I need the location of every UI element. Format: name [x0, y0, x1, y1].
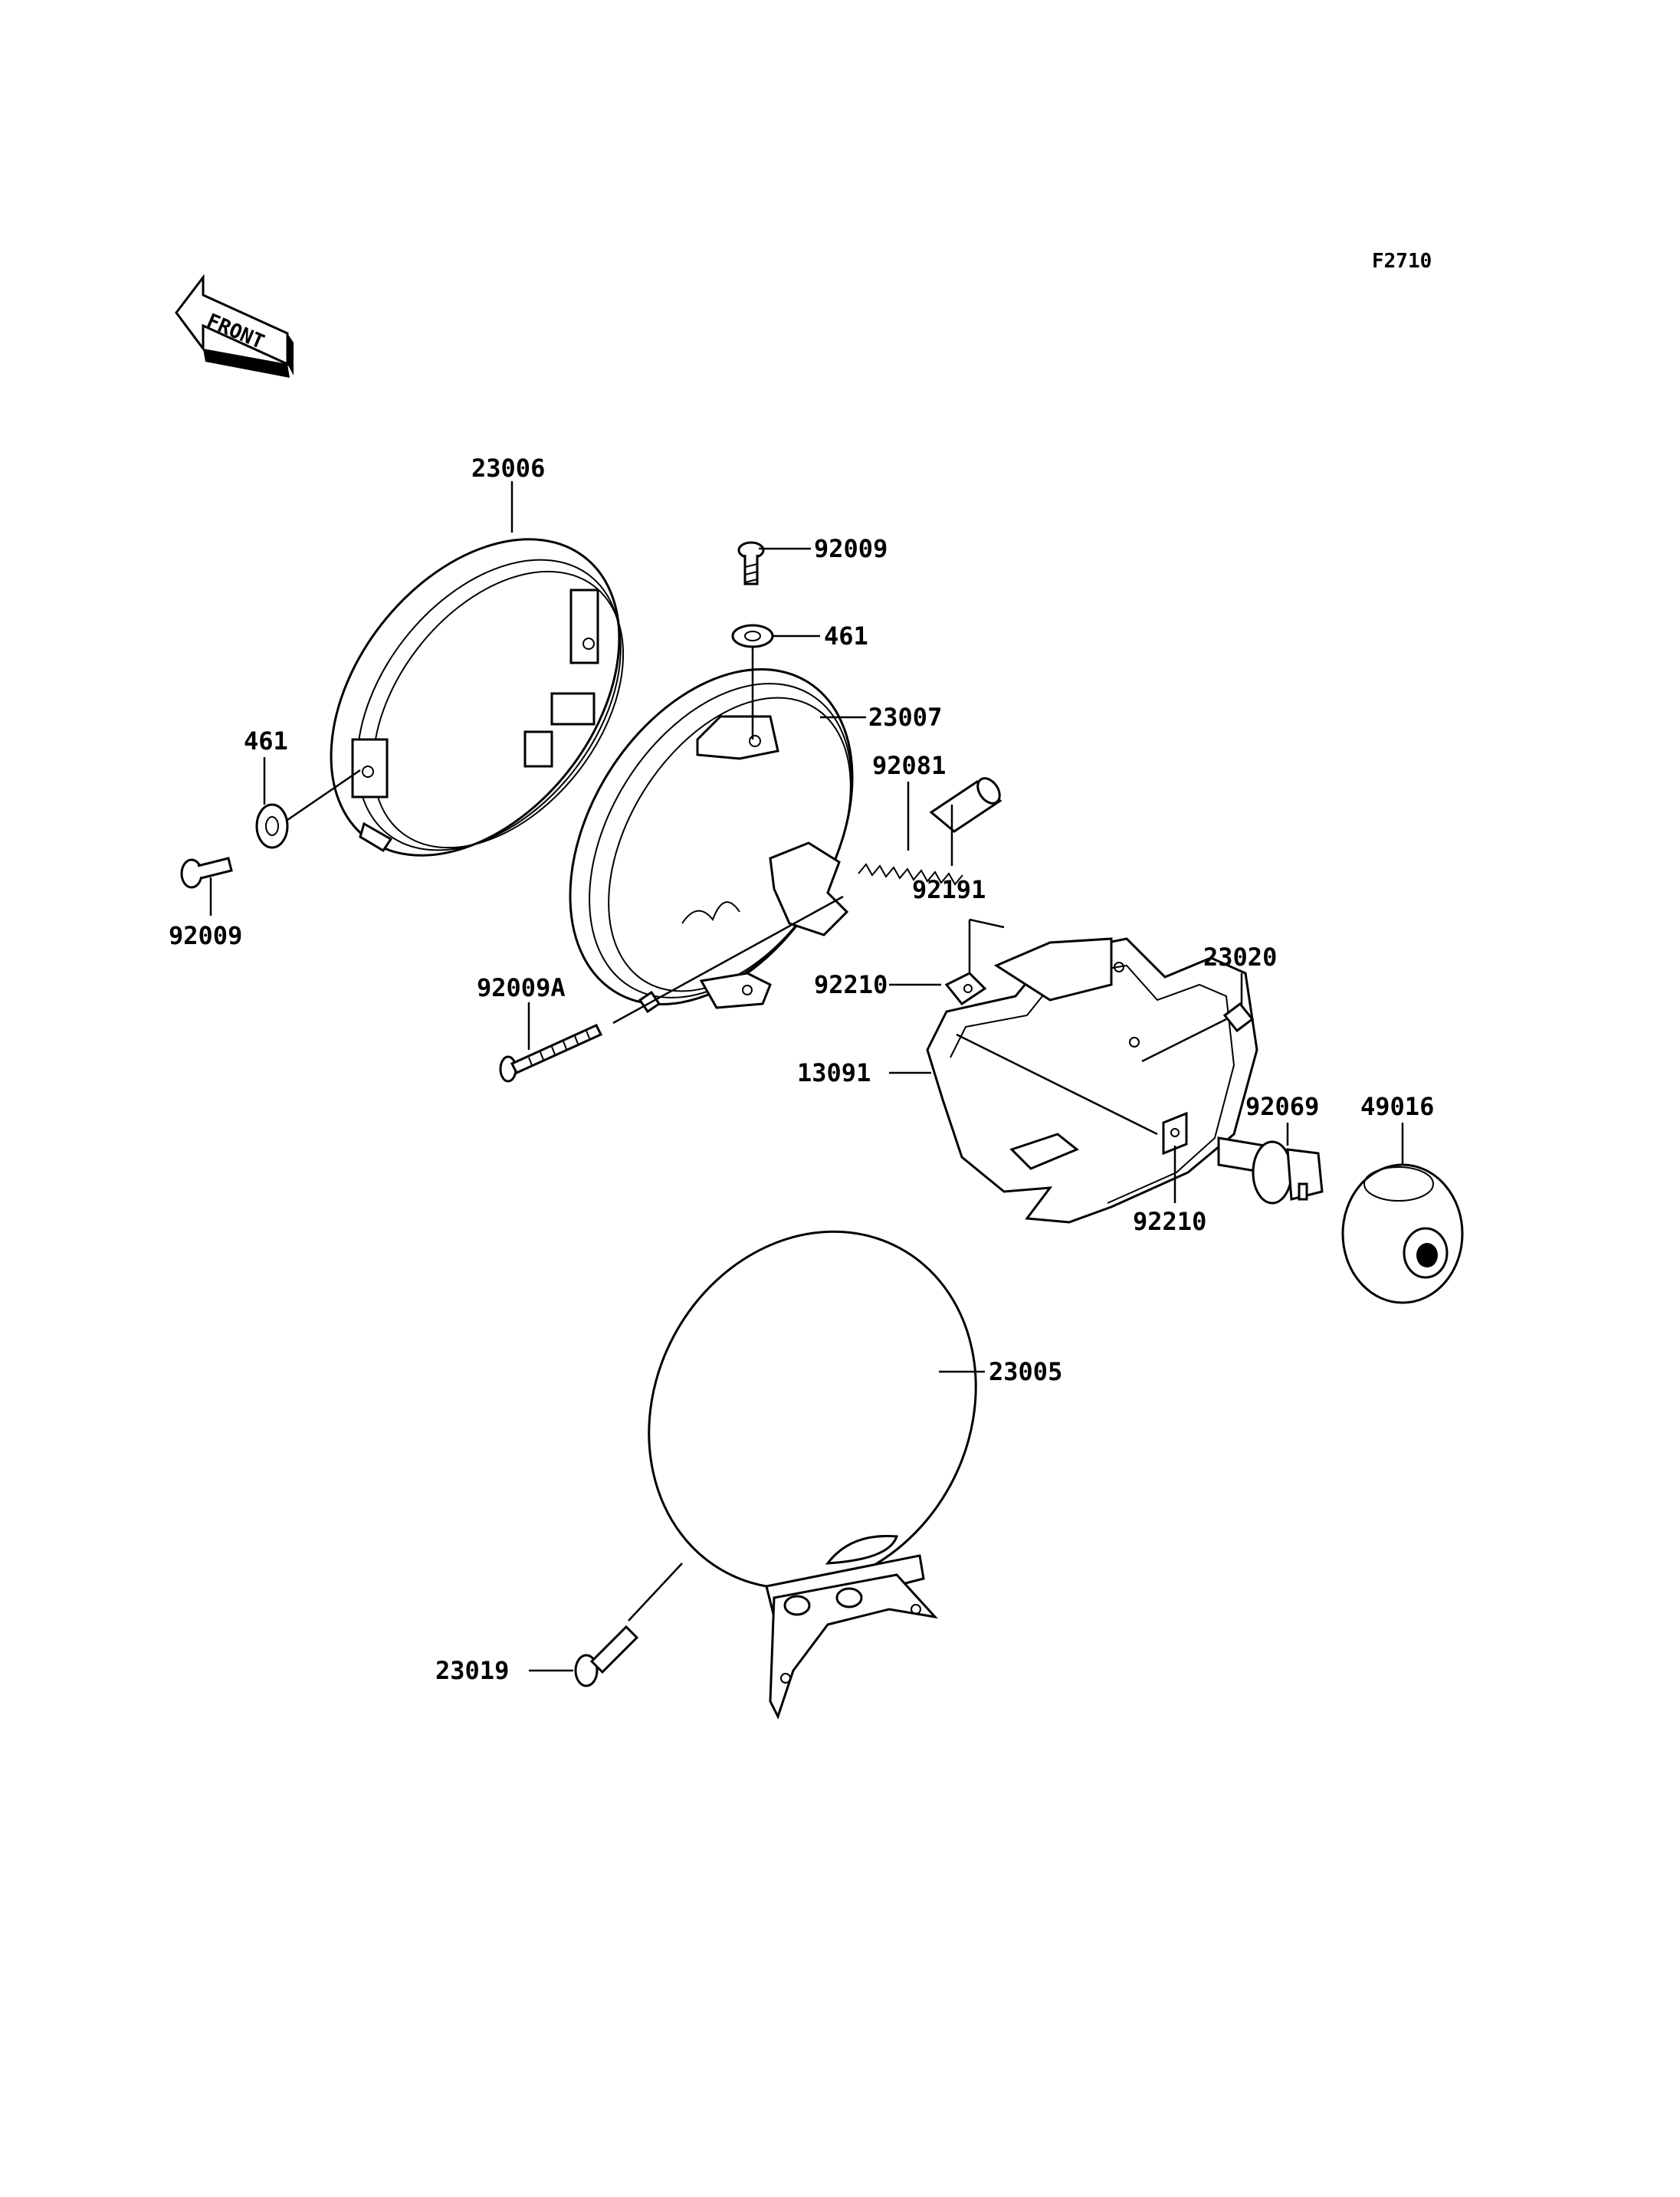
front-arrow-icon: FRONT — [175, 274, 294, 378]
label-92009A: 92009A — [477, 973, 566, 1002]
part-92009-screw-top — [737, 541, 765, 585]
label-92081: 92081 — [872, 751, 946, 780]
label-461-top: 461 — [824, 621, 868, 651]
label-92069: 92069 — [1245, 1092, 1319, 1121]
label-23019: 23019 — [435, 1656, 509, 1685]
label-92191: 92191 — [912, 875, 986, 904]
label-13091: 13091 — [797, 1058, 871, 1087]
part-92210-nut-b — [1162, 1111, 1188, 1156]
label-23007: 23007 — [868, 703, 942, 732]
label-92009-left: 92009 — [169, 921, 242, 950]
label-23006: 23006 — [471, 454, 545, 483]
part-92009-screw-left — [180, 857, 233, 889]
part-461-washer-left — [255, 803, 289, 849]
part-23019-bolt — [574, 1625, 639, 1687]
part-23006-rim — [330, 538, 625, 857]
part-23020-socket — [1222, 1002, 1255, 1033]
label-461-left: 461 — [244, 726, 288, 756]
label-23005: 23005 — [989, 1357, 1062, 1386]
part-92210-nut-a — [944, 972, 987, 1006]
part-23007-reflector — [569, 667, 854, 1014]
figure-code: F2710 — [1372, 250, 1432, 273]
label-23020: 23020 — [1203, 943, 1277, 972]
label-92210-a: 92210 — [814, 970, 888, 999]
part-23005-housing — [648, 1230, 977, 1720]
label-92009-top: 92009 — [814, 534, 888, 563]
leader-lines — [209, 481, 1404, 1672]
part-92069-bulb — [1217, 1136, 1324, 1205]
part-92081-spring — [858, 863, 963, 886]
part-92191-sleeve — [929, 777, 1002, 833]
part-49016-cover — [1341, 1163, 1464, 1304]
part-461-washer-top — [731, 624, 774, 648]
label-92210-b: 92210 — [1133, 1207, 1206, 1236]
part-92009A-adjuster-screw — [499, 1024, 603, 1083]
label-49016: 49016 — [1360, 1092, 1434, 1121]
